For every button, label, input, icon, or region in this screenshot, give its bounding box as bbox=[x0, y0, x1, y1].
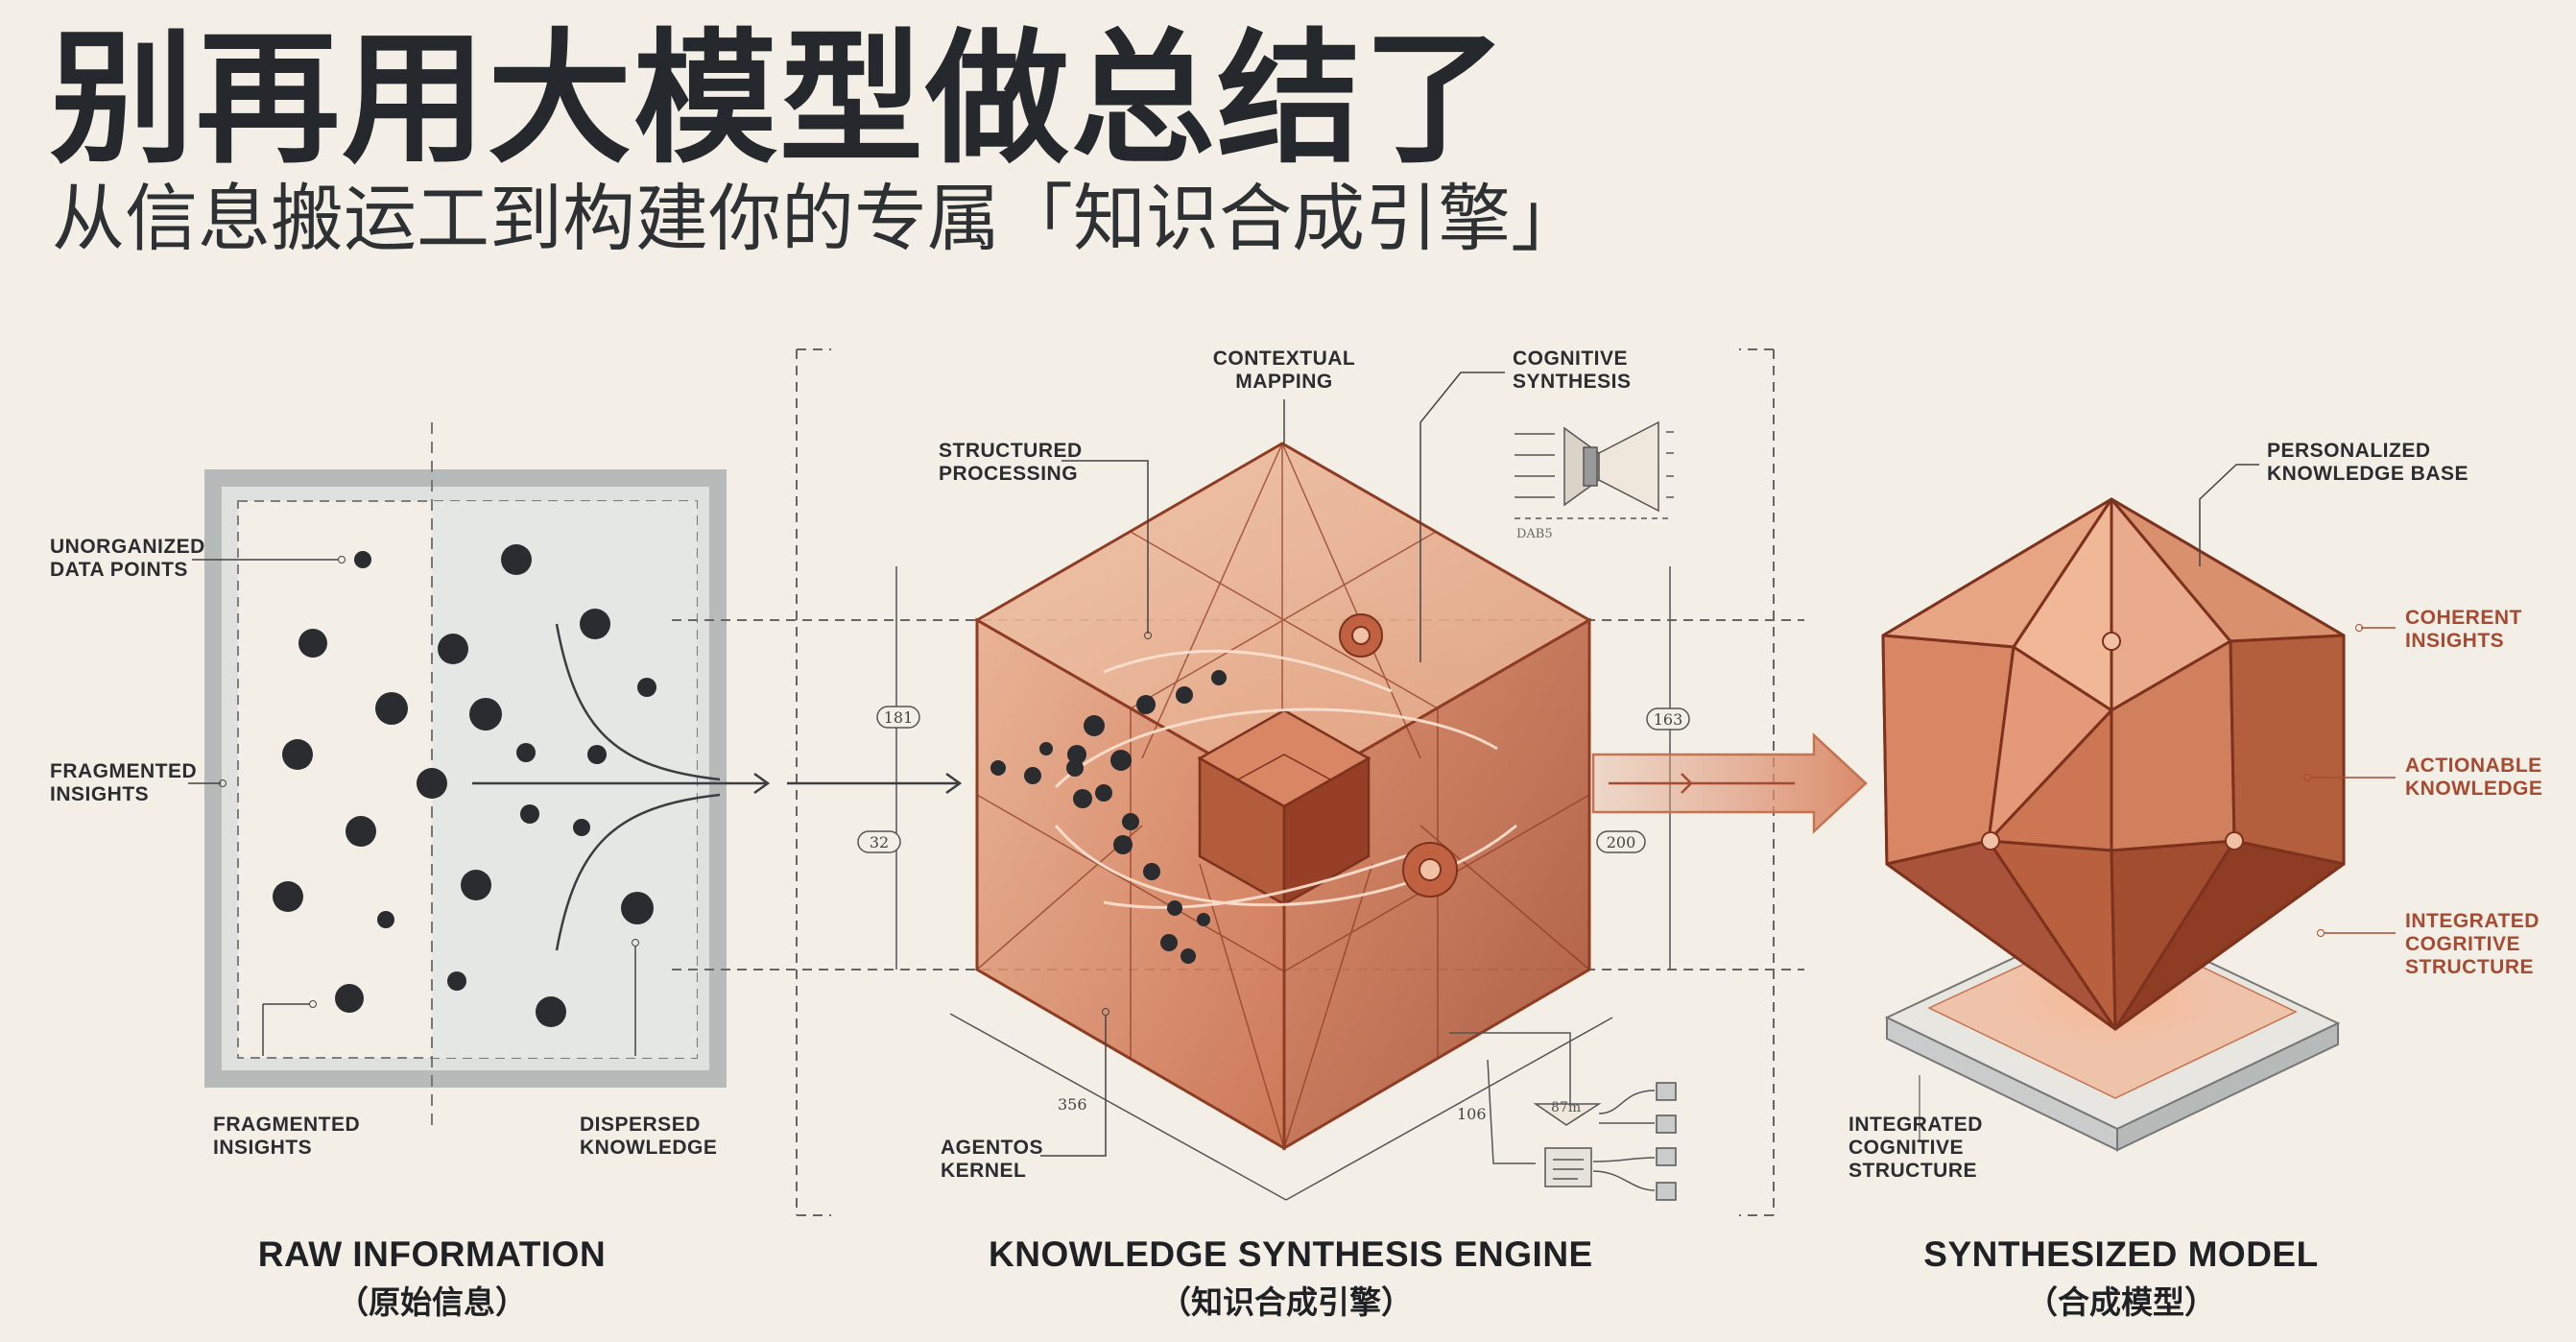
label-personalized-knowledge-base: PERSONALIZED KNOWLEDGE BASE bbox=[2199, 440, 2469, 566]
svg-text:KNOWLEDGE: KNOWLEDGE bbox=[2405, 778, 2542, 800]
label-fragmented-insights-bottom: FRAGMENTED INSIGHTS bbox=[213, 1000, 360, 1159]
svg-text:COGRITIVE: COGRITIVE bbox=[2405, 933, 2520, 955]
section-raw-subtitle: （原始信息） bbox=[337, 1283, 527, 1321]
svg-text:FRAGMENTED: FRAGMENTED bbox=[50, 760, 197, 782]
label-dispersed-knowledge: DISPERSED KNOWLEDGE bbox=[580, 939, 717, 1159]
svg-text:KNOWLEDGE: KNOWLEDGE bbox=[580, 1137, 717, 1159]
svg-text:INSIGHTS: INSIGHTS bbox=[2405, 630, 2504, 652]
svg-text:163: 163 bbox=[1654, 710, 1683, 729]
label-contextual-mapping: CONTEXTUAL MAPPING bbox=[1213, 347, 1356, 443]
gear-icon bbox=[1339, 613, 1458, 898]
section-synthesized-model: SYNTHESIZED MODEL （合成模型） bbox=[1910, 1234, 2332, 1323]
svg-text:106: 106 bbox=[1457, 1105, 1487, 1123]
label-unorganized-data-points: UNORGANIZED DATA POINTS bbox=[50, 536, 346, 581]
label-integrated-cognitive-structure-bottom: INTEGRATED COGNITIVE STRUCTURE bbox=[1849, 1114, 1983, 1182]
section-knowledge-synthesis-engine: KNOWLEDGE SYNTHESIS ENGINE （知识合成引擎） bbox=[989, 1234, 1593, 1323]
scattered-data-points bbox=[273, 544, 656, 1027]
svg-text:UNORGANIZED: UNORGANIZED bbox=[50, 536, 205, 558]
svg-text:PERSONALIZED: PERSONALIZED bbox=[2267, 440, 2431, 462]
page-subtitle: 从信息搬运工到构建你的专属「知识合成引擎」 bbox=[52, 176, 1584, 261]
input-arrow bbox=[787, 772, 963, 795]
svg-text:KERNEL: KERNEL bbox=[941, 1160, 1026, 1182]
svg-text:COGNITIVE: COGNITIVE bbox=[1513, 347, 1628, 370]
svg-text:32: 32 bbox=[870, 833, 889, 851]
svg-text:STRUCTURE: STRUCTURE bbox=[2405, 956, 2534, 978]
svg-text:INSIGHTS: INSIGHTS bbox=[213, 1137, 312, 1159]
label-fragmented-insights-left: FRAGMENTED INSIGHTS bbox=[50, 760, 227, 805]
svg-text:87m: 87m bbox=[1551, 1100, 1581, 1115]
svg-text:KNOWLEDGE BASE: KNOWLEDGE BASE bbox=[2267, 463, 2469, 485]
svg-text:SYNTHESIS: SYNTHESIS bbox=[1513, 371, 1632, 393]
label-agentos-kernel: AGENTOS KERNEL bbox=[941, 1008, 1109, 1182]
svg-text:INTEGRATED: INTEGRATED bbox=[2405, 910, 2540, 932]
svg-text:INSIGHTS: INSIGHTS bbox=[50, 783, 149, 805]
page-title: 别再用大模型做总结了 bbox=[50, 16, 1510, 183]
label-coherent-insights: COHERENT INSIGHTS bbox=[2355, 607, 2522, 652]
dimension-labels: 181 32 163 200 356 106 bbox=[857, 706, 1690, 1123]
svg-text:STRUCTURED: STRUCTURED bbox=[939, 440, 1083, 462]
svg-text:COGNITIVE: COGNITIVE bbox=[1849, 1137, 1964, 1159]
label-structured-processing: STRUCTURED PROCESSING bbox=[939, 440, 1152, 639]
svg-text:DAB5: DAB5 bbox=[1516, 527, 1553, 541]
svg-text:MAPPING: MAPPING bbox=[1235, 371, 1333, 393]
svg-text:FRAGMENTED: FRAGMENTED bbox=[213, 1114, 360, 1136]
synthesis-cube bbox=[973, 442, 1593, 1151]
section-engine-subtitle: （知识合成引擎） bbox=[1159, 1283, 1413, 1321]
svg-text:181: 181 bbox=[884, 708, 914, 727]
label-integrated-cognitive-structure-right: INTEGRATED COGRITIVE STRUCTURE bbox=[2317, 910, 2540, 978]
section-raw-information: RAW INFORMATION （原始信息） bbox=[240, 1234, 624, 1323]
svg-text:COHERENT: COHERENT bbox=[2405, 607, 2522, 629]
svg-text:DATA POINTS: DATA POINTS bbox=[50, 559, 188, 581]
svg-text:AGENTOS: AGENTOS bbox=[941, 1137, 1043, 1159]
svg-text:INTEGRATED: INTEGRATED bbox=[1849, 1114, 1983, 1136]
svg-text:356: 356 bbox=[1058, 1095, 1087, 1114]
section-model-subtitle: （合成模型） bbox=[2026, 1283, 2216, 1321]
svg-text:PROCESSING: PROCESSING bbox=[939, 463, 1078, 485]
svg-text:200: 200 bbox=[1607, 833, 1636, 851]
icosahedron-model bbox=[1881, 497, 2346, 1031]
raw-information-panel bbox=[204, 422, 727, 1133]
output-arrow bbox=[1591, 732, 1868, 834]
svg-text:DISPERSED: DISPERSED bbox=[580, 1114, 701, 1136]
agent-flow-schematic-icon: 87m bbox=[1449, 1032, 1677, 1201]
cognitive-synthesis-schematic-icon: DAB5 bbox=[1515, 420, 1674, 541]
label-actionable-knowledge: ACTIONABLE KNOWLEDGE bbox=[2303, 755, 2542, 800]
section-raw-title: RAW INFORMATION bbox=[257, 1234, 607, 1274]
svg-text:ACTIONABLE: ACTIONABLE bbox=[2405, 755, 2542, 777]
svg-text:CONTEXTUAL: CONTEXTUAL bbox=[1213, 347, 1356, 370]
section-model-title: SYNTHESIZED MODEL bbox=[1923, 1234, 2319, 1274]
label-cognitive-synthesis: COGNITIVE SYNTHESIS bbox=[1419, 347, 1632, 662]
section-engine-title: KNOWLEDGE SYNTHESIS ENGINE bbox=[989, 1234, 1593, 1274]
svg-text:STRUCTURE: STRUCTURE bbox=[1849, 1160, 1977, 1182]
converging-flow-lines bbox=[472, 623, 771, 951]
dimension-lines bbox=[895, 566, 1671, 1201]
